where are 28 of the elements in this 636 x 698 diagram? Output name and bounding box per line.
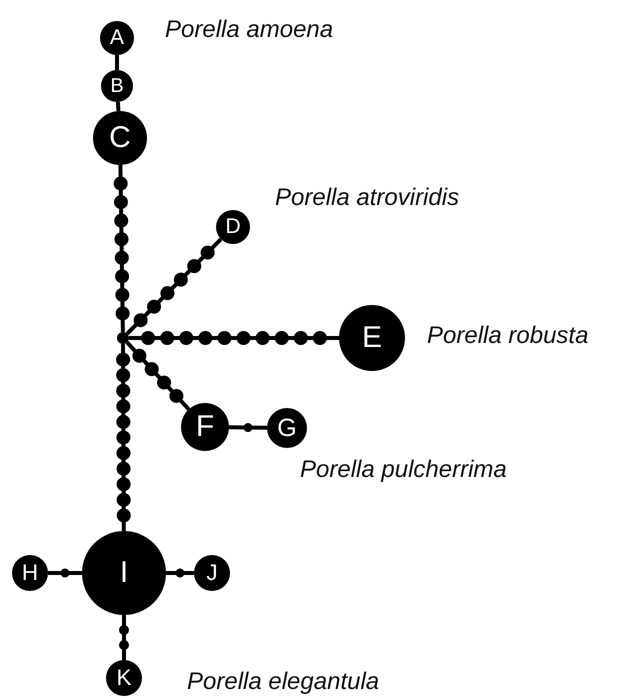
species-name: Porella robusta — [427, 322, 588, 350]
haplotype-node: G — [267, 408, 307, 448]
species-name: Porella amoena — [165, 16, 334, 44]
species-name: Porella elegantula — [187, 668, 380, 696]
haplotype-node: I — [82, 531, 166, 615]
network-branch — [129, 336, 339, 340]
network-branch — [166, 571, 194, 575]
haplotype-node: F — [181, 403, 229, 451]
haplotype-node: K — [106, 660, 142, 696]
network-branch — [115, 55, 119, 70]
network-branch — [121, 344, 126, 532]
haplotype-node: A — [100, 21, 134, 55]
network-branch — [126, 341, 190, 411]
haplotype-node: E — [339, 305, 405, 371]
species-name: Porella atroviridis — [275, 184, 460, 212]
network-branch — [48, 571, 82, 575]
network-branch — [228, 425, 268, 430]
median-vector-node — [117, 332, 129, 344]
network-branch — [126, 238, 222, 336]
species-name: Porella pulcherrima — [300, 456, 507, 484]
haplotype-node: B — [101, 70, 133, 102]
haplotype-node: J — [194, 555, 230, 591]
network-branch — [118, 164, 125, 332]
haplotype-node: D — [216, 210, 250, 244]
network-branch — [116, 102, 120, 112]
network-branch — [122, 615, 126, 660]
haplotype-node: C — [93, 111, 147, 165]
haplotype-node: H — [12, 555, 48, 591]
